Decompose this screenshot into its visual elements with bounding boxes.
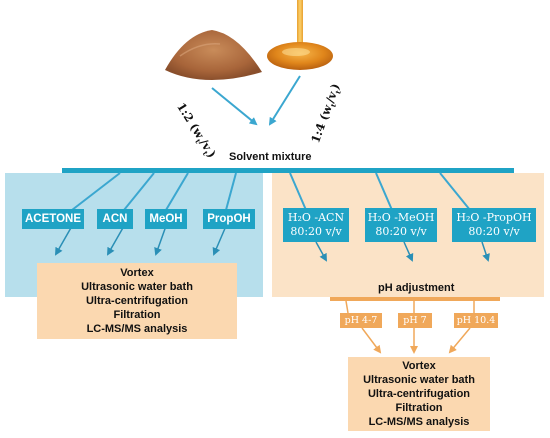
step-centrifugation: Ultra-centrifugation <box>85 295 189 307</box>
ph-7-label: pH 7 <box>398 313 432 328</box>
left-process-steps: Vortex Ultrasonic water bath Ultra-centr… <box>37 263 237 339</box>
solvent-mixture-bar <box>62 168 514 173</box>
right-process-steps: Vortex Ultrasonic water bath Ultra-centr… <box>348 357 490 431</box>
arrow-pollen <box>211 87 258 126</box>
step-lcms: LC-MS/MS analysis <box>86 323 188 335</box>
step-filtration: Filtration <box>395 402 443 414</box>
arrow-honey <box>268 75 301 126</box>
solvent-acetone: ACETONE <box>22 209 84 229</box>
step-centrifugation: Ultra-centrifugation <box>367 388 471 400</box>
step-vortex: Vortex <box>120 267 154 279</box>
honey-image <box>267 0 333 70</box>
step-ultrasonic: Ultrasonic water bath <box>363 374 475 386</box>
ph-4-7-label: pH 4-7 <box>340 313 382 328</box>
ph-bar <box>330 297 500 301</box>
ph-10-4-label: pH 10.4 <box>454 313 498 328</box>
step-ultrasonic: Ultrasonic water bath <box>81 281 193 293</box>
step-vortex: Vortex <box>402 360 436 372</box>
step-filtration: Filtration <box>113 309 161 321</box>
step-lcms: LC-MS/MS analysis <box>368 416 470 428</box>
solvent-propoh: PropOH <box>203 209 255 229</box>
pollen-powder-image <box>165 30 262 80</box>
solvent-meoh: MeOH <box>145 209 187 229</box>
solvent-mixture-title: Solvent mixture <box>229 151 312 163</box>
ph-adjustment-label: pH adjustment <box>378 282 455 294</box>
solvent-acn: ACN <box>97 209 133 229</box>
